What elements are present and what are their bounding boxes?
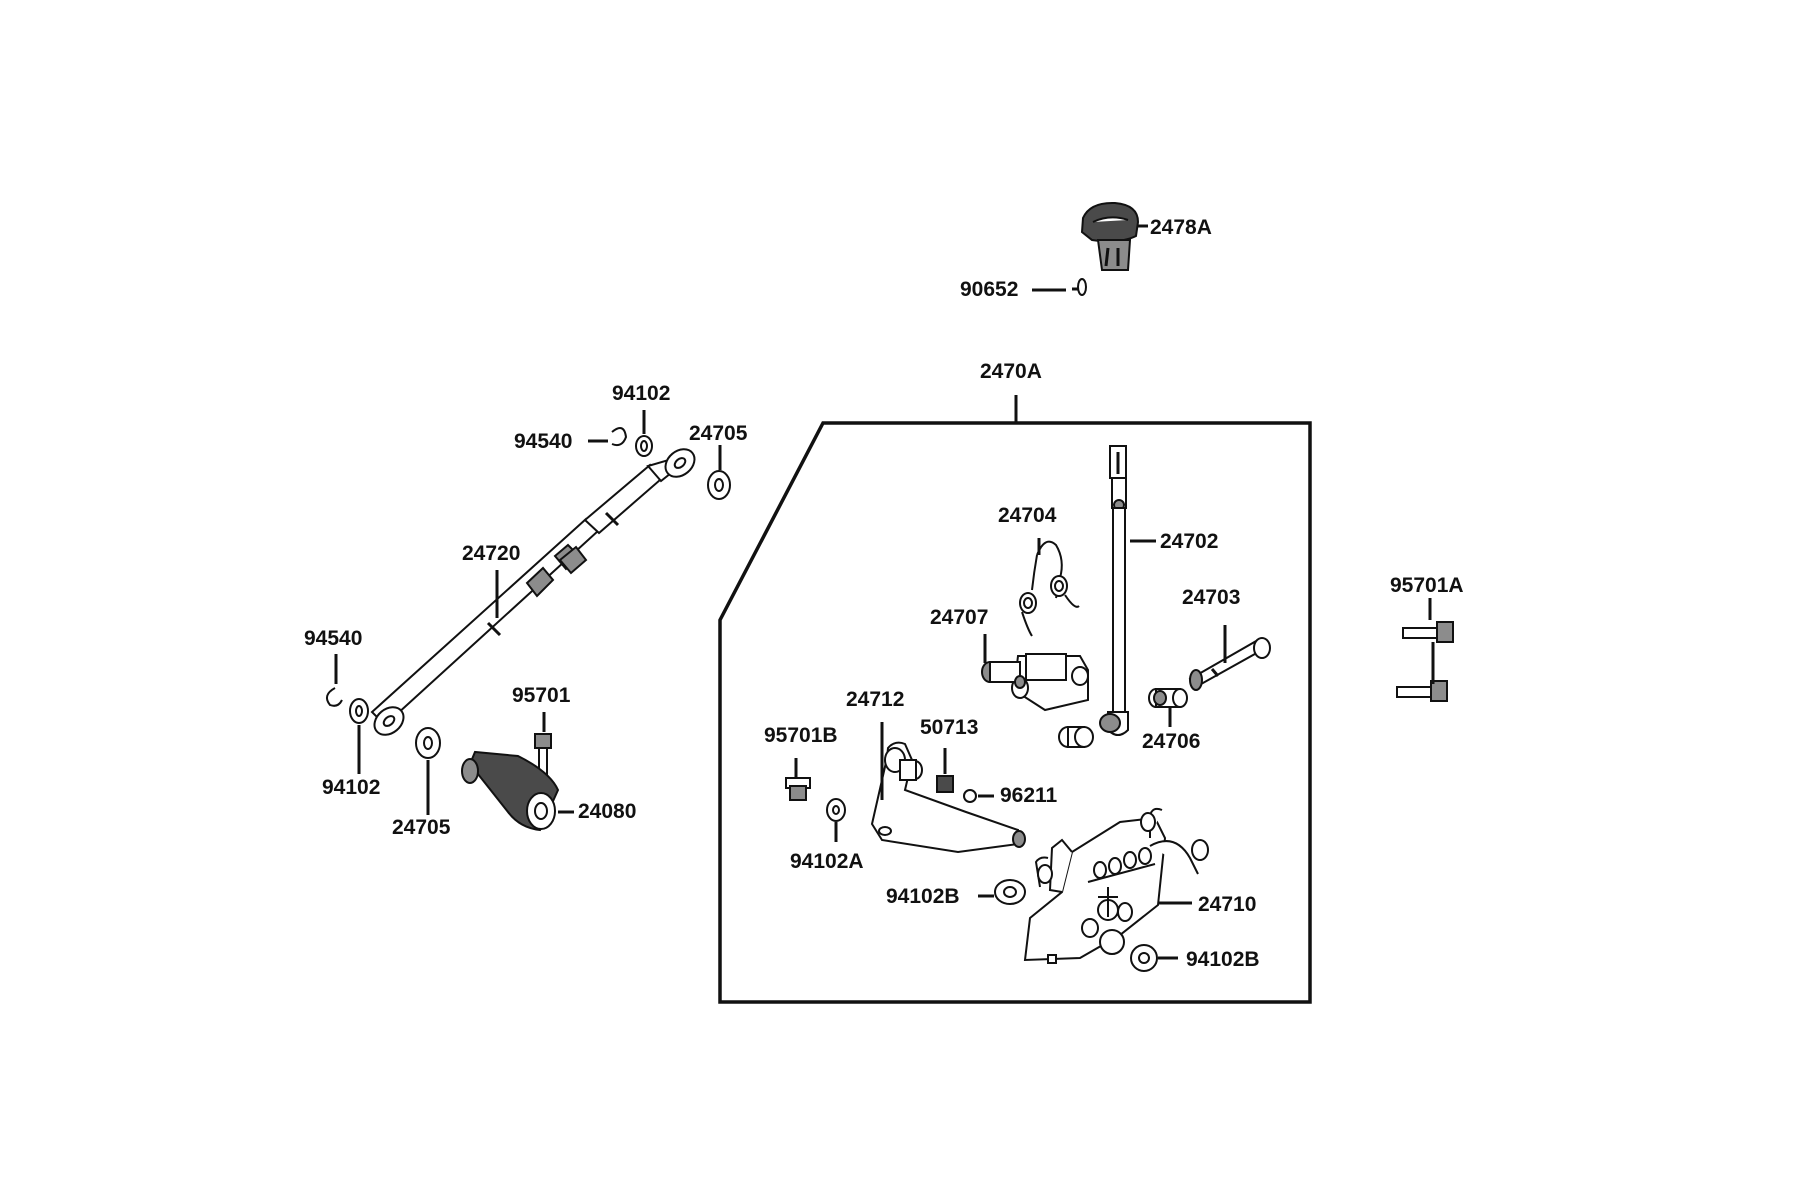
label-24712: 24712 (846, 688, 904, 711)
label-94102-top: 94102 (612, 382, 670, 405)
washer-94102-left (349, 698, 369, 724)
spring-24704 (1019, 540, 1080, 637)
label-94102B-left: 94102B (886, 885, 960, 908)
washer-24705-bottom (415, 727, 441, 759)
label-50713: 50713 (920, 716, 978, 739)
e-clip-top (611, 427, 628, 447)
washer-94102-top (635, 435, 653, 457)
bushing-small (1058, 726, 1094, 748)
spring-50713 (936, 775, 954, 793)
bolt-95701B (785, 777, 811, 801)
label-94102A: 94102A (790, 850, 864, 873)
label-24080: 24080 (578, 800, 636, 823)
bolt-95701A-lower (1396, 680, 1448, 702)
lever-24712 (870, 741, 1026, 854)
washer-24705-top (707, 470, 731, 500)
label-24702: 24702 (1160, 530, 1218, 553)
label-96211: 96211 (1000, 784, 1058, 807)
label-24720: 24720 (462, 542, 520, 565)
label-94540-top: 94540 (514, 430, 572, 453)
shift-knob (1080, 201, 1140, 271)
label-24707: 24707 (930, 606, 988, 629)
bolt-95701 (534, 733, 552, 781)
ball-96211 (963, 789, 977, 803)
label-24706: 24706 (1142, 730, 1200, 753)
washer-94102B-right (1130, 944, 1158, 972)
washer-94102A (826, 798, 846, 822)
label-95701A: 95701A (1390, 574, 1464, 597)
label-24705-bottom: 24705 (392, 816, 451, 839)
label-94540-left: 94540 (304, 627, 362, 650)
bushing-24706 (1148, 688, 1188, 708)
assembly-frame (718, 421, 1312, 1004)
shift-shaft-24702 (1099, 445, 1129, 736)
label-94102-left: 94102 (322, 776, 380, 799)
bolt-24703 (1188, 637, 1271, 691)
screw-90652 (1072, 278, 1087, 296)
bolt-95701A-upper (1402, 621, 1454, 643)
washer-94102B-left (994, 879, 1026, 905)
label-95701B: 95701B (764, 724, 838, 747)
label-90652: 90652 (960, 278, 1018, 301)
label-94102B-right: 94102B (1186, 948, 1260, 971)
shift-arm-24080 (461, 750, 560, 832)
label-24704: 24704 (998, 504, 1057, 527)
label-24710: 24710 (1198, 893, 1256, 916)
label-24703: 24703 (1182, 586, 1240, 609)
label-24705-top: 24705 (689, 422, 748, 445)
label-2470A: 2470A (980, 360, 1042, 383)
bracket-24707 (981, 653, 1089, 712)
label-2478A: 2478A (1150, 216, 1212, 239)
e-clip-left (325, 687, 343, 707)
label-95701: 95701 (512, 684, 571, 707)
gate-plate-24710 (1023, 807, 1209, 964)
linkage-rod (370, 448, 696, 736)
